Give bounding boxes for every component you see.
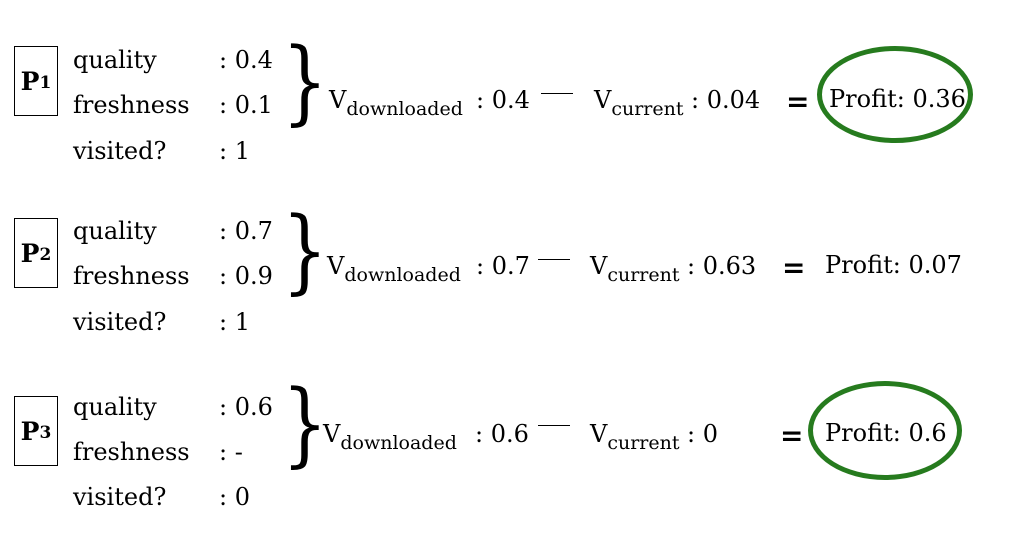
page-index: 2 — [39, 245, 52, 265]
right-brace: } — [282, 28, 328, 135]
quality-label: quality — [73, 217, 157, 245]
v-downloaded: Vdownloaded — [327, 252, 461, 286]
v-downloaded-value: : 0.6 — [475, 420, 529, 448]
visited-label: visited? — [73, 308, 167, 336]
visited-value: : 0 — [219, 483, 250, 511]
freshness-value: : 0.9 — [219, 262, 273, 290]
equals-sign: = — [786, 85, 810, 118]
profit-value: Profit: 0.07 — [825, 251, 962, 279]
quality-value: : 0.6 — [219, 393, 273, 421]
v-downloaded-value: : 0.4 — [476, 86, 530, 114]
page-index: 1 — [39, 73, 52, 93]
quality-value: : 0.7 — [219, 217, 273, 245]
minus-sign — [538, 259, 570, 261]
quality-value: : 0.4 — [219, 46, 273, 74]
freshness-value: : 0.1 — [219, 91, 273, 119]
equals-sign: = — [782, 251, 806, 284]
v-downloaded: Vdownloaded — [329, 86, 463, 120]
freshness-label: freshness — [73, 438, 190, 466]
freshness-label: freshness — [73, 91, 190, 119]
page-letter: P — [20, 416, 40, 446]
freshness-value: : - — [219, 438, 243, 466]
visited-label: visited? — [73, 137, 167, 165]
minus-sign — [538, 425, 570, 427]
right-brace: } — [282, 197, 328, 304]
v-current: Vcurrent — [590, 252, 680, 286]
quality-label: quality — [73, 393, 157, 421]
visited-value: : 1 — [219, 308, 250, 336]
v-current: Vcurrent — [594, 86, 684, 120]
freshness-label: freshness — [73, 262, 190, 290]
visited-label: visited? — [73, 483, 167, 511]
highlight-ellipse — [817, 46, 973, 143]
visited-value: : 1 — [219, 137, 250, 165]
v-downloaded: Vdownloaded — [323, 420, 457, 454]
v-current-value: : 0 — [687, 420, 718, 448]
quality-label: quality — [73, 46, 157, 74]
minus-sign — [541, 93, 573, 95]
right-brace: } — [282, 370, 328, 477]
highlight-ellipse — [808, 381, 962, 480]
page-letter: P — [20, 66, 40, 96]
page-letter: P — [20, 238, 40, 268]
equals-sign: = — [780, 419, 804, 452]
page-index: 3 — [39, 423, 52, 443]
v-downloaded-value: : 0.7 — [476, 252, 530, 280]
v-current: Vcurrent — [590, 420, 680, 454]
v-current-value: : 0.63 — [687, 252, 757, 280]
v-current-value: : 0.04 — [691, 86, 761, 114]
